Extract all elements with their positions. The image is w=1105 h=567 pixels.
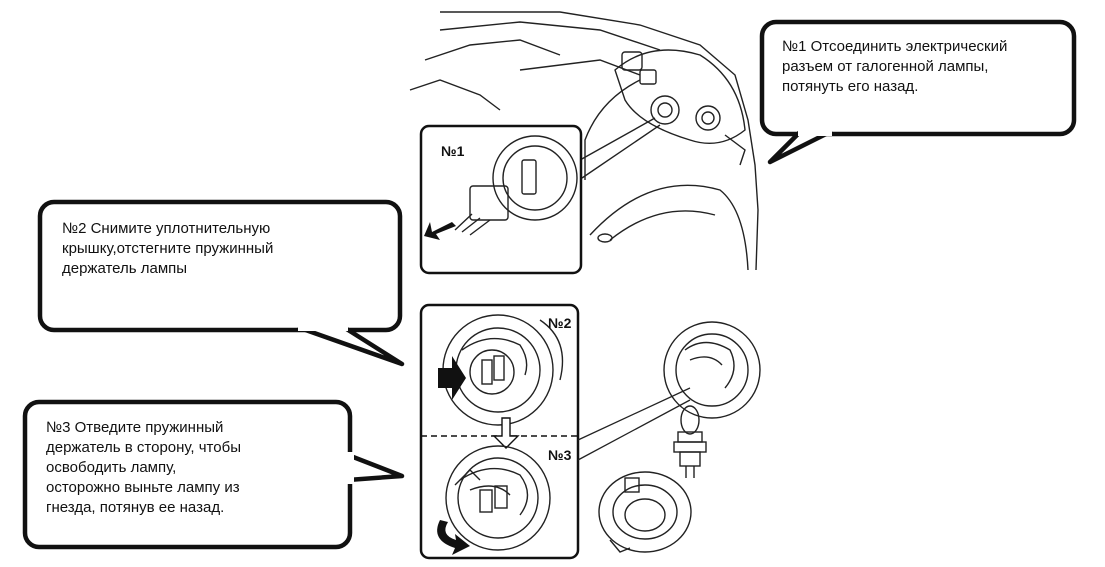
spring-holder-drawing [663,321,761,419]
callout-step3-text: №3 Отведите пружинный держатель в сторон… [46,419,241,516]
rotate-arrow-icon [437,520,470,555]
panel-step1 [419,124,583,275]
panel-step2-label: №2 [548,315,572,331]
panel-step2-3 [419,303,580,560]
panel-step3-label: №3 [548,447,572,463]
down-arrow-icon [492,417,520,449]
push-arrow-icon [438,356,466,400]
callout-step1-bubble [759,19,1077,165]
sealing-cap-drawing [598,471,692,553]
car-front-drawing [409,11,759,271]
socket-step3-drawing [445,445,551,551]
callout-step2-bubble [37,199,405,367]
callout-step1-text: №1 Отсоединить электрический разъем от г… [782,38,1008,95]
callout-step3-bubble [22,399,405,550]
panel-step1-label: №1 [441,143,465,159]
callout-step2-text: №2 Снимите уплотнительную крышку,отстегн… [62,220,274,277]
pull-arrow-icon [424,222,456,240]
halogen-bulb-drawing [673,405,707,478]
connector-drawing [454,135,578,236]
